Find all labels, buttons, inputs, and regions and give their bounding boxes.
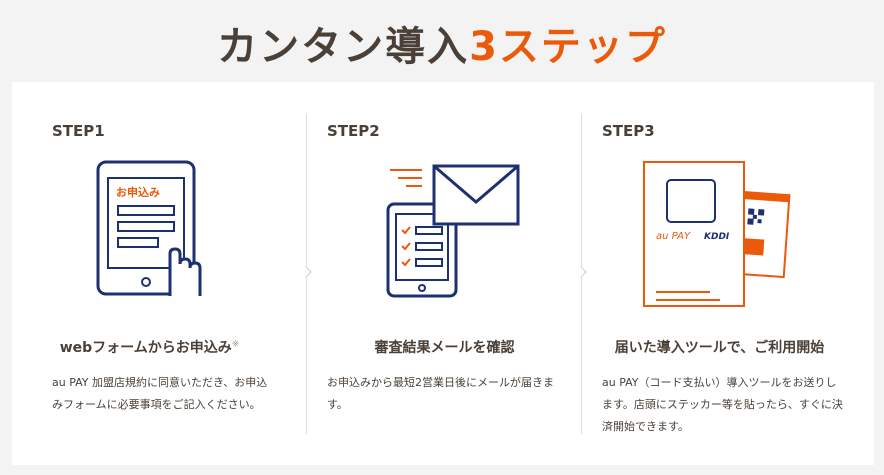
step-3: STEP3 au PAY KDDI 届いた導入ツールで、ご利用開始 au PAY…: [582, 82, 857, 465]
title-main: カンタン導入: [217, 24, 470, 70]
step-2: STEP2 審査結果メールを確認 お申込みから最短2営業日後にメールが届きます。: [307, 82, 582, 465]
step-label: STEP3: [602, 122, 655, 140]
step-heading: 審査結果メールを確認: [374, 340, 515, 356]
svg-text:お申込み: お申込み: [116, 185, 160, 199]
step-label: STEP1: [52, 122, 105, 140]
page-title: カンタン導入3ステップ: [0, 14, 884, 72]
step-heading: 届いた導入ツールで、ご利用開始: [614, 340, 825, 356]
intro-tool-kit-icon: au PAY KDDI: [642, 161, 791, 307]
footnote-mark: ※: [231, 339, 240, 350]
mail-tablet-icon: [386, 164, 519, 298]
step-description: お申込みから最短2営業日後にメールが届きます。: [327, 376, 554, 411]
step-description: au PAY 加盟店規約に同意いただき、お申込みフォームに必要事項をご記入くださ…: [52, 376, 268, 411]
tablet-form-icon: お申込み: [96, 160, 201, 296]
steps-panel: STEP1 お申込み webフォームからお申込み※ au PAY 加盟店規約に同…: [12, 82, 874, 465]
step-1: STEP1 お申込み webフォームからお申込み※ au PAY 加盟店規約に同…: [12, 82, 287, 465]
au-pay-logo: au PAY: [656, 231, 691, 242]
title-accent: 3ステップ: [469, 24, 667, 70]
step-heading: webフォームからお申込み※: [59, 339, 240, 356]
kddi-logo: KDDI: [704, 232, 730, 242]
step-description: au PAY（コード支払い）導入ツールをお送りします。店頭にステッカー等を貼った…: [602, 376, 843, 433]
step-label: STEP2: [327, 122, 380, 140]
